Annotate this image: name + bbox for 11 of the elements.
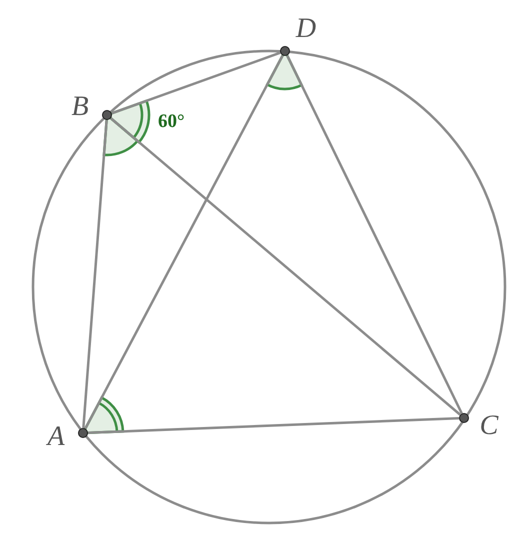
line-segment xyxy=(84,54,284,430)
line-segment xyxy=(111,52,281,114)
line-segment xyxy=(82,120,108,428)
point-label: B xyxy=(70,93,90,121)
point-label: D xyxy=(294,15,318,43)
angle-label: 60° xyxy=(158,112,185,131)
line-segment xyxy=(110,117,461,416)
line-segment xyxy=(88,416,460,434)
point-label: C xyxy=(478,412,500,440)
point-label: A xyxy=(45,423,66,451)
line-segment xyxy=(286,54,463,414)
